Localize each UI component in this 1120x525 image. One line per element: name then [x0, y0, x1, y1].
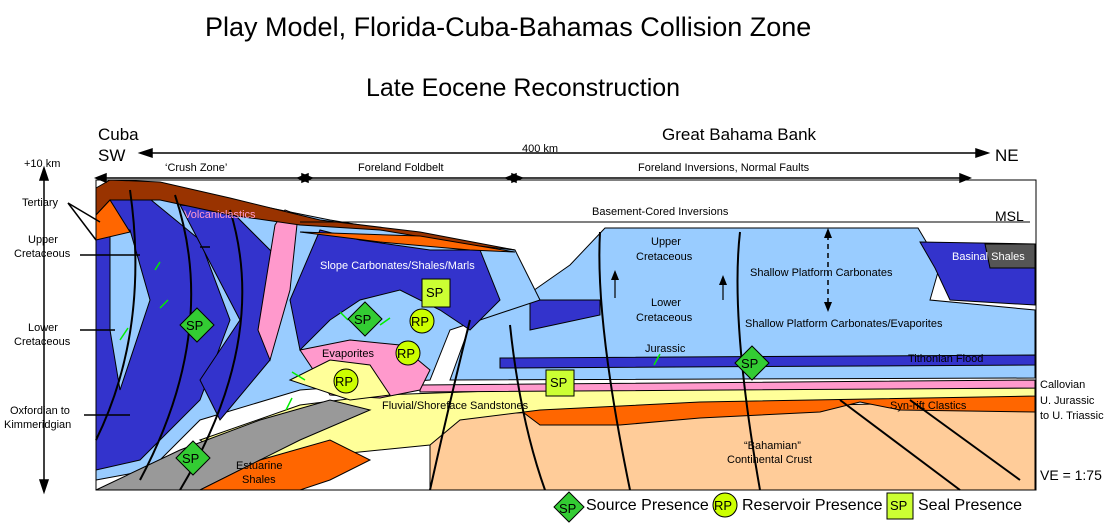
label-synrift: Syn-rift Clastics	[890, 400, 967, 412]
label-tithonian: Tithonian Flood	[908, 353, 984, 365]
legend-reservoir: Reservoir Presence	[742, 497, 883, 514]
page-title: Play Model, Florida-Cuba-Bahamas Collisi…	[205, 12, 812, 42]
region-right-name: Great Bahama Bank	[662, 125, 817, 144]
label-lower-cretaceous-1: Lower	[28, 322, 58, 334]
label-upper-cretaceous-2: Cretaceous	[14, 248, 71, 260]
zone-foldbelt: Foreland Foldbelt	[358, 162, 444, 174]
page-subtitle: Late Eocene Reconstruction	[366, 74, 681, 102]
label-slope-carbonates: Slope Carbonates/Shales/Marls	[320, 260, 475, 272]
region-right-dir: NE	[995, 146, 1019, 165]
label-msl: MSL	[995, 208, 1024, 224]
rp-marker-text: RP	[714, 498, 733, 513]
seal-marker-text: SP	[426, 285, 444, 300]
label-basinal-shales: Basinal Shales	[952, 251, 1025, 263]
zone-crush: ‘Crush Zone’	[165, 162, 228, 174]
label-oxfordian-2: Kimmeridgian	[4, 419, 72, 431]
sp-marker-text: SP	[741, 356, 759, 371]
label-estuarine-2: Shales	[242, 474, 276, 486]
label-lower-cretaceous-2: Cretaceous	[14, 336, 71, 348]
label-jurassic: Jurassic	[645, 343, 686, 355]
label-shallow-evaporites: Shallow Platform Carbonates/Evaporites	[745, 318, 943, 330]
label-basement-inversions: Basement-Cored Inversions	[592, 206, 729, 218]
label-lower-cret-platform-2: Cretaceous	[636, 312, 693, 324]
label-estuarine-1: Estuarine	[236, 460, 283, 472]
sp-marker-text: SP	[354, 312, 372, 327]
label-shallow-carbonates: Shallow Platform Carbonates	[750, 267, 893, 279]
rp-marker-text: RP	[397, 346, 416, 361]
seal-marker-text: SP	[550, 375, 568, 390]
label-u-jurassic-1: U. Jurassic	[1040, 395, 1095, 407]
vertical-exaggeration: VE = 1:75	[1040, 467, 1102, 483]
label-upper-cret-platform-1: Upper	[651, 236, 681, 248]
label-upper-cret-platform-2: Cretaceous	[636, 251, 693, 263]
label-bahamian-1: “Bahamian”	[744, 440, 801, 452]
sp-marker-text: SP	[559, 501, 577, 516]
distance-scale: 400 km	[522, 143, 559, 155]
label-oxfordian-1: Oxfordian to	[10, 405, 70, 417]
label-volcaniclastics: Volcaniclastics	[184, 209, 256, 221]
rp-marker-text: RP	[411, 314, 430, 329]
source-markers	[175, 301, 770, 523]
label-callovian: Callovian	[1040, 379, 1086, 391]
label-evaporites: Evaporites	[322, 348, 374, 360]
label-upper-cretaceous-1: Upper	[28, 234, 58, 246]
sp-marker-text: SP	[186, 318, 204, 333]
label-lower-cret-platform-1: Lower	[651, 297, 681, 309]
label-bahamian-2: Continental Crust	[727, 454, 812, 466]
zone-inversions: Foreland Inversions, Normal Faults	[638, 162, 810, 174]
vertical-scale-top: +10 km	[24, 158, 61, 170]
region-left-name: Cuba	[98, 125, 139, 144]
seal-marker-text: SP	[890, 498, 908, 513]
seal-markers	[421, 278, 914, 520]
label-u-jurassic-2: to U. Triassic	[1040, 410, 1104, 422]
label-fluvial: Fluvial/Shoreface Sandstones	[382, 400, 529, 412]
sp-marker-text: SP	[182, 451, 200, 466]
legend-source: Source Presence	[586, 497, 709, 514]
rp-marker-text: RP	[335, 374, 354, 389]
evaporite-diapir	[257, 209, 299, 362]
region-left-dir: SW	[98, 146, 126, 165]
label-tertiary: Tertiary	[22, 197, 59, 209]
legend-seal: Seal Presence	[918, 497, 1023, 514]
reservoir-markers	[333, 308, 738, 518]
